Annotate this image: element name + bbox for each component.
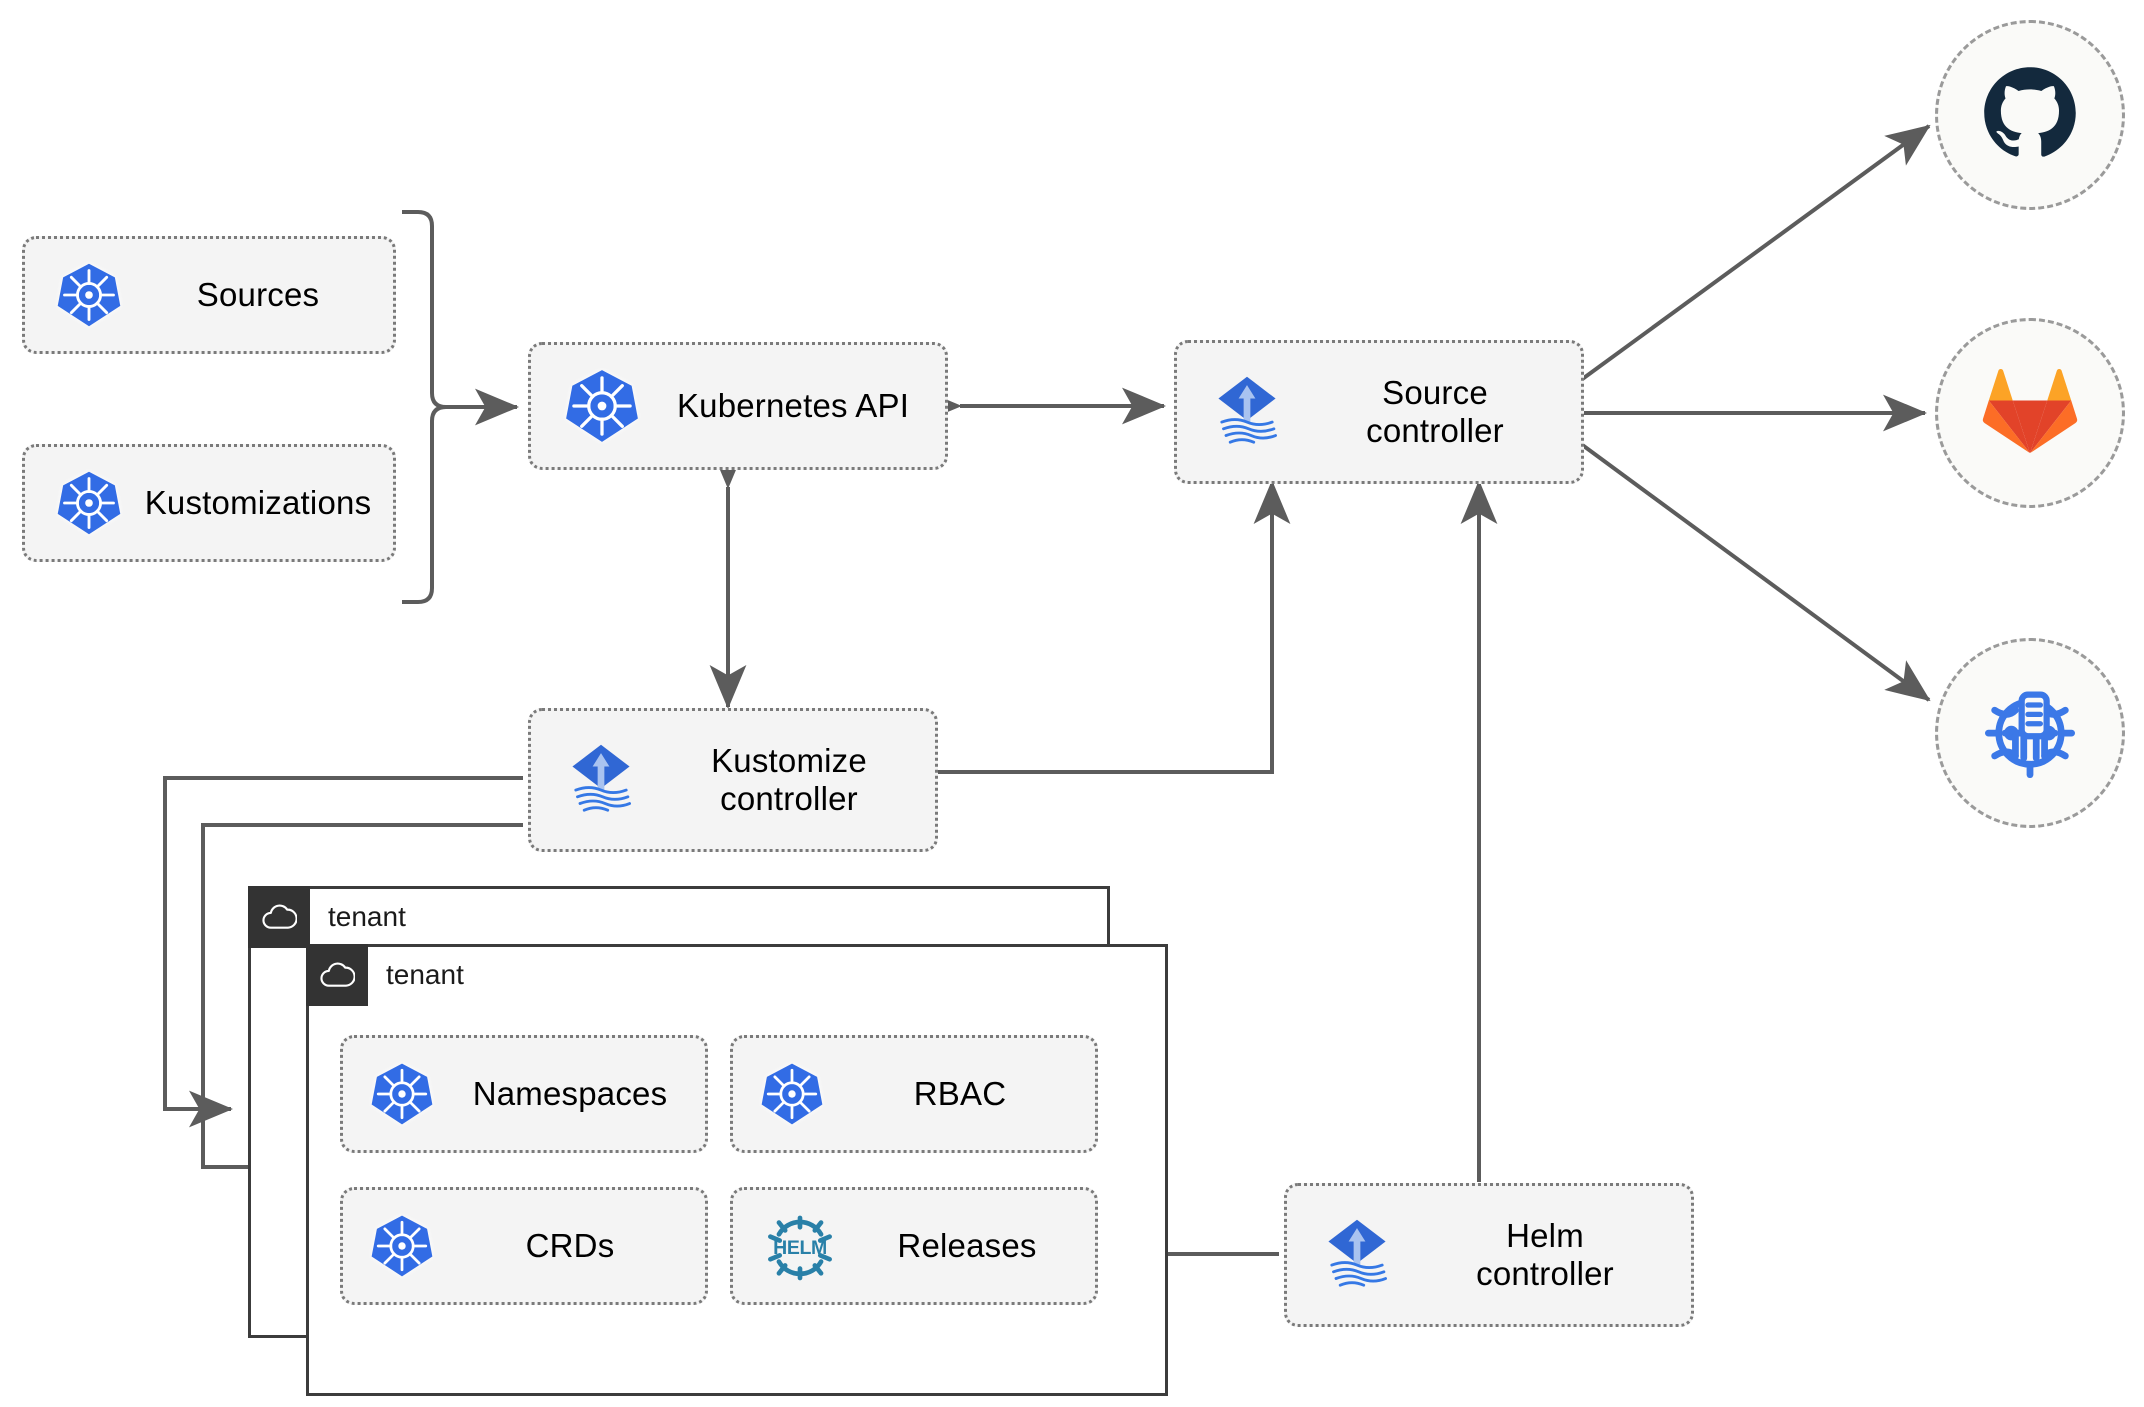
tenant-header: tenant (306, 944, 464, 1006)
wire-source-to-github (1579, 124, 1931, 382)
external-source-gitlab[interactable] (1935, 318, 2125, 508)
node-releases[interactable]: HELM Releases (730, 1187, 1098, 1305)
node-label: Helm controller (1476, 1216, 1614, 1292)
helm-repository-icon (1978, 679, 2082, 788)
external-source-oci-registry[interactable] (1935, 638, 2125, 828)
flux-icon (1315, 1213, 1399, 1297)
cloud-icon (306, 944, 368, 1006)
wire-bracket-resources (402, 210, 447, 604)
flux-icon (1205, 370, 1289, 454)
wire-source-to-oci-registry (1579, 442, 1931, 702)
kubernetes-icon (369, 1061, 435, 1127)
kubernetes-icon (369, 1213, 435, 1279)
node-label: Kustomize controller (711, 741, 867, 817)
wire-kustomize-to-source-controller (936, 480, 1291, 774)
external-source-github[interactable] (1935, 20, 2125, 210)
tenant-header: tenant (248, 886, 406, 948)
node-label: Source controller (1366, 373, 1504, 449)
github-icon (1978, 61, 2082, 170)
node-helm-controller[interactable]: Helm controller (1284, 1183, 1694, 1327)
node-label: Namespaces (472, 1074, 668, 1112)
tenant-label: tenant (328, 901, 406, 932)
node-kustomizations[interactable]: Kustomizations (22, 444, 396, 562)
helm-icon: HELM (761, 1207, 839, 1285)
node-label: Kubernetes API (676, 386, 910, 424)
node-crds[interactable]: CRDs (340, 1187, 708, 1305)
node-rbac[interactable]: RBAC (730, 1035, 1098, 1153)
node-source-controller[interactable]: Source controller (1174, 340, 1584, 484)
kubernetes-icon (55, 261, 123, 329)
node-label: CRDs (525, 1226, 615, 1264)
kubernetes-icon (759, 1061, 825, 1127)
node-label: Kustomizations (144, 483, 372, 521)
tenant-label: tenant (386, 959, 464, 990)
node-label: RBAC (913, 1074, 1007, 1112)
node-namespaces[interactable]: Namespaces (340, 1035, 708, 1153)
node-kubernetes-api[interactable]: Kubernetes API (528, 342, 948, 470)
svg-text:HELM: HELM (773, 1237, 827, 1259)
node-kustomize-controller[interactable]: Kustomize controller (528, 708, 938, 852)
gitlab-icon (1982, 365, 2078, 462)
node-label: Sources (196, 275, 320, 313)
cloud-icon (248, 886, 310, 948)
kubernetes-icon (563, 367, 641, 445)
tenant-box-front[interactable]: tenant (306, 944, 1168, 1396)
flux-icon (559, 738, 643, 822)
kubernetes-icon (55, 469, 123, 537)
node-sources[interactable]: Sources (22, 236, 396, 354)
node-label: Releases (897, 1226, 1037, 1264)
